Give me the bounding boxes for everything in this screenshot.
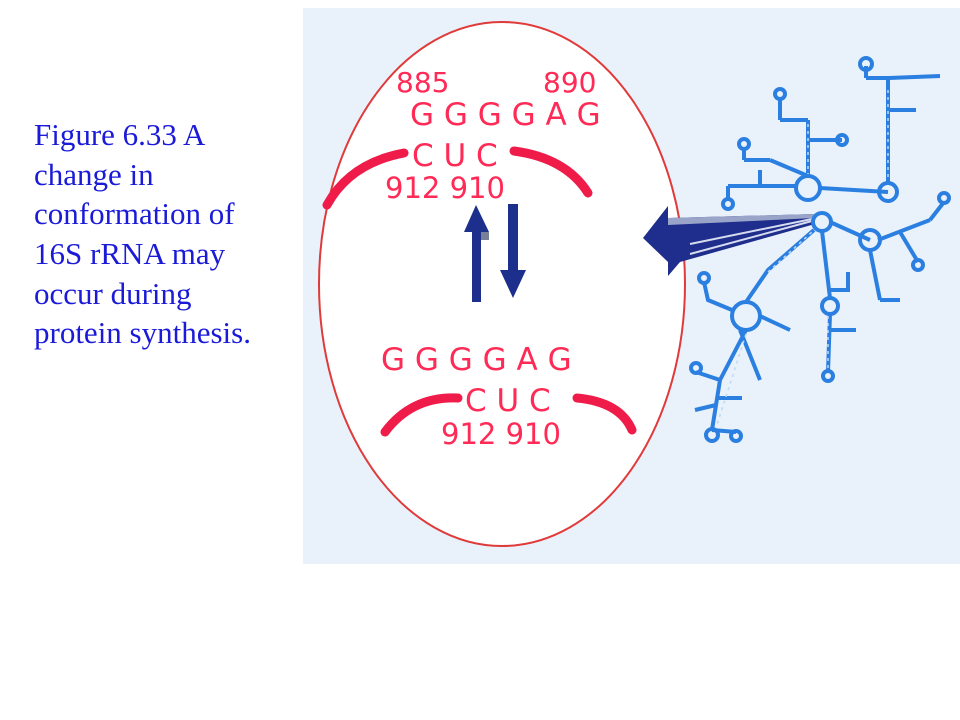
caption-line: protein synthesis. bbox=[34, 315, 251, 351]
equilibrium-arrows-icon bbox=[464, 204, 526, 302]
lower-strand-left-arc bbox=[380, 393, 463, 437]
lower-label-912-910: 912 910 bbox=[441, 417, 561, 451]
caption-line: occur during bbox=[34, 275, 192, 311]
caption-line: Figure 6.33 A bbox=[34, 117, 206, 152]
upper-strand-cuc: C U C bbox=[412, 138, 498, 174]
caption-line: change in bbox=[34, 156, 154, 192]
rna-base-pairs bbox=[715, 90, 889, 429]
caption-line: conformation of bbox=[34, 196, 235, 232]
pointer-arrow-icon bbox=[643, 206, 815, 276]
nucleotide-label-890: 890 bbox=[543, 66, 596, 99]
upper-strand-right-arc bbox=[509, 146, 593, 198]
caption-line: 16S rRNA may bbox=[34, 236, 226, 272]
upper-strand-left-arc bbox=[322, 148, 409, 210]
upper-strand-gggag: G G G G A G bbox=[410, 97, 601, 133]
rna-secondary-structure bbox=[689, 56, 951, 443]
nucleotide-label-885: 885 bbox=[396, 66, 449, 99]
figure-caption: Figure 6.33 A change in conformation of … bbox=[34, 115, 304, 353]
upper-label-912-910: 912 910 bbox=[385, 171, 505, 205]
lower-strand-gggag: G G G G A G bbox=[381, 342, 572, 378]
lower-strand-right-arc bbox=[572, 393, 637, 435]
zoom-ellipse bbox=[318, 21, 686, 547]
lower-strand-cuc: C U C bbox=[465, 383, 551, 419]
